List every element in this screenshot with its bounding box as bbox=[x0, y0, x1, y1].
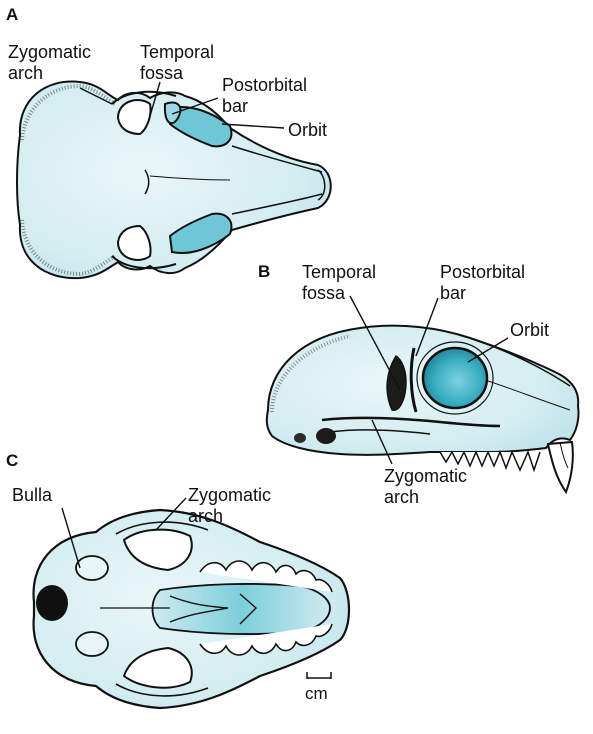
label-a-postorbital-bar: Postorbital bar bbox=[222, 75, 307, 117]
skull-c-ventral bbox=[34, 498, 349, 708]
scale-bar-unit: cm bbox=[305, 684, 328, 704]
skull-c-foramen-magnum bbox=[36, 585, 68, 621]
label-b-temporal-fossa: Temporal fossa bbox=[302, 262, 376, 304]
scale-bar bbox=[307, 672, 331, 679]
skull-b-canine bbox=[548, 442, 573, 492]
label-c-zygomatic-arch: Zygomatic arch bbox=[188, 485, 271, 527]
label-a-zygomatic-arch: Zygomatic arch bbox=[8, 42, 91, 84]
skull-a-temporal-fossa-lower bbox=[118, 226, 151, 260]
panel-letter-c: C bbox=[6, 452, 18, 469]
label-c-bulla: Bulla bbox=[12, 485, 52, 506]
label-b-postorbital-bar: Postorbital bar bbox=[440, 262, 525, 304]
panel-letter-b: B bbox=[258, 263, 270, 280]
panel-letter-a: A bbox=[6, 6, 18, 23]
skull-c-bulla-lower bbox=[76, 632, 108, 656]
label-b-orbit: Orbit bbox=[510, 320, 549, 341]
skull-c-palate bbox=[153, 584, 331, 634]
skull-b-cranium bbox=[267, 326, 579, 455]
label-a-temporal-fossa: Temporal fossa bbox=[140, 42, 214, 84]
skull-c-bulla-upper bbox=[76, 556, 108, 580]
skull-a-temporal-fossa-upper bbox=[118, 100, 151, 134]
label-a-orbit: Orbit bbox=[288, 120, 327, 141]
label-b-zygomatic-arch: Zygomatic arch bbox=[384, 466, 467, 508]
